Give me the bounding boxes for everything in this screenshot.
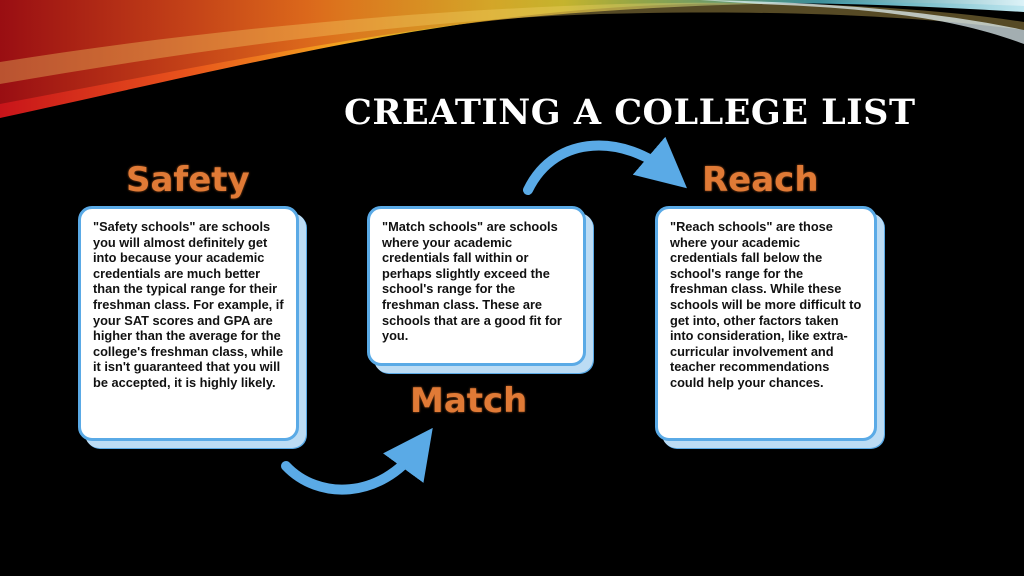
curved-arrow-safety-to-match-icon xyxy=(281,427,433,495)
match-description: "Match schools" are schools where your a… xyxy=(382,219,562,344)
reach-heading: Reach xyxy=(702,160,819,200)
safety-description: "Safety schools" are schools you will al… xyxy=(93,219,284,390)
reach-description: "Reach schools" are those where your aca… xyxy=(670,219,862,390)
match-heading: Match xyxy=(410,381,528,421)
match-card: "Match schools" are schools where your a… xyxy=(367,206,586,366)
curved-arrow-match-to-reach-icon xyxy=(523,136,687,195)
reach-card: "Reach schools" are those where your aca… xyxy=(655,206,877,441)
decorative-banner xyxy=(0,0,1024,118)
safety-card: "Safety schools" are schools you will al… xyxy=(78,206,299,441)
slide-title: CREATING A COLLEGE LIST xyxy=(344,92,916,133)
safety-heading: Safety xyxy=(126,160,250,200)
